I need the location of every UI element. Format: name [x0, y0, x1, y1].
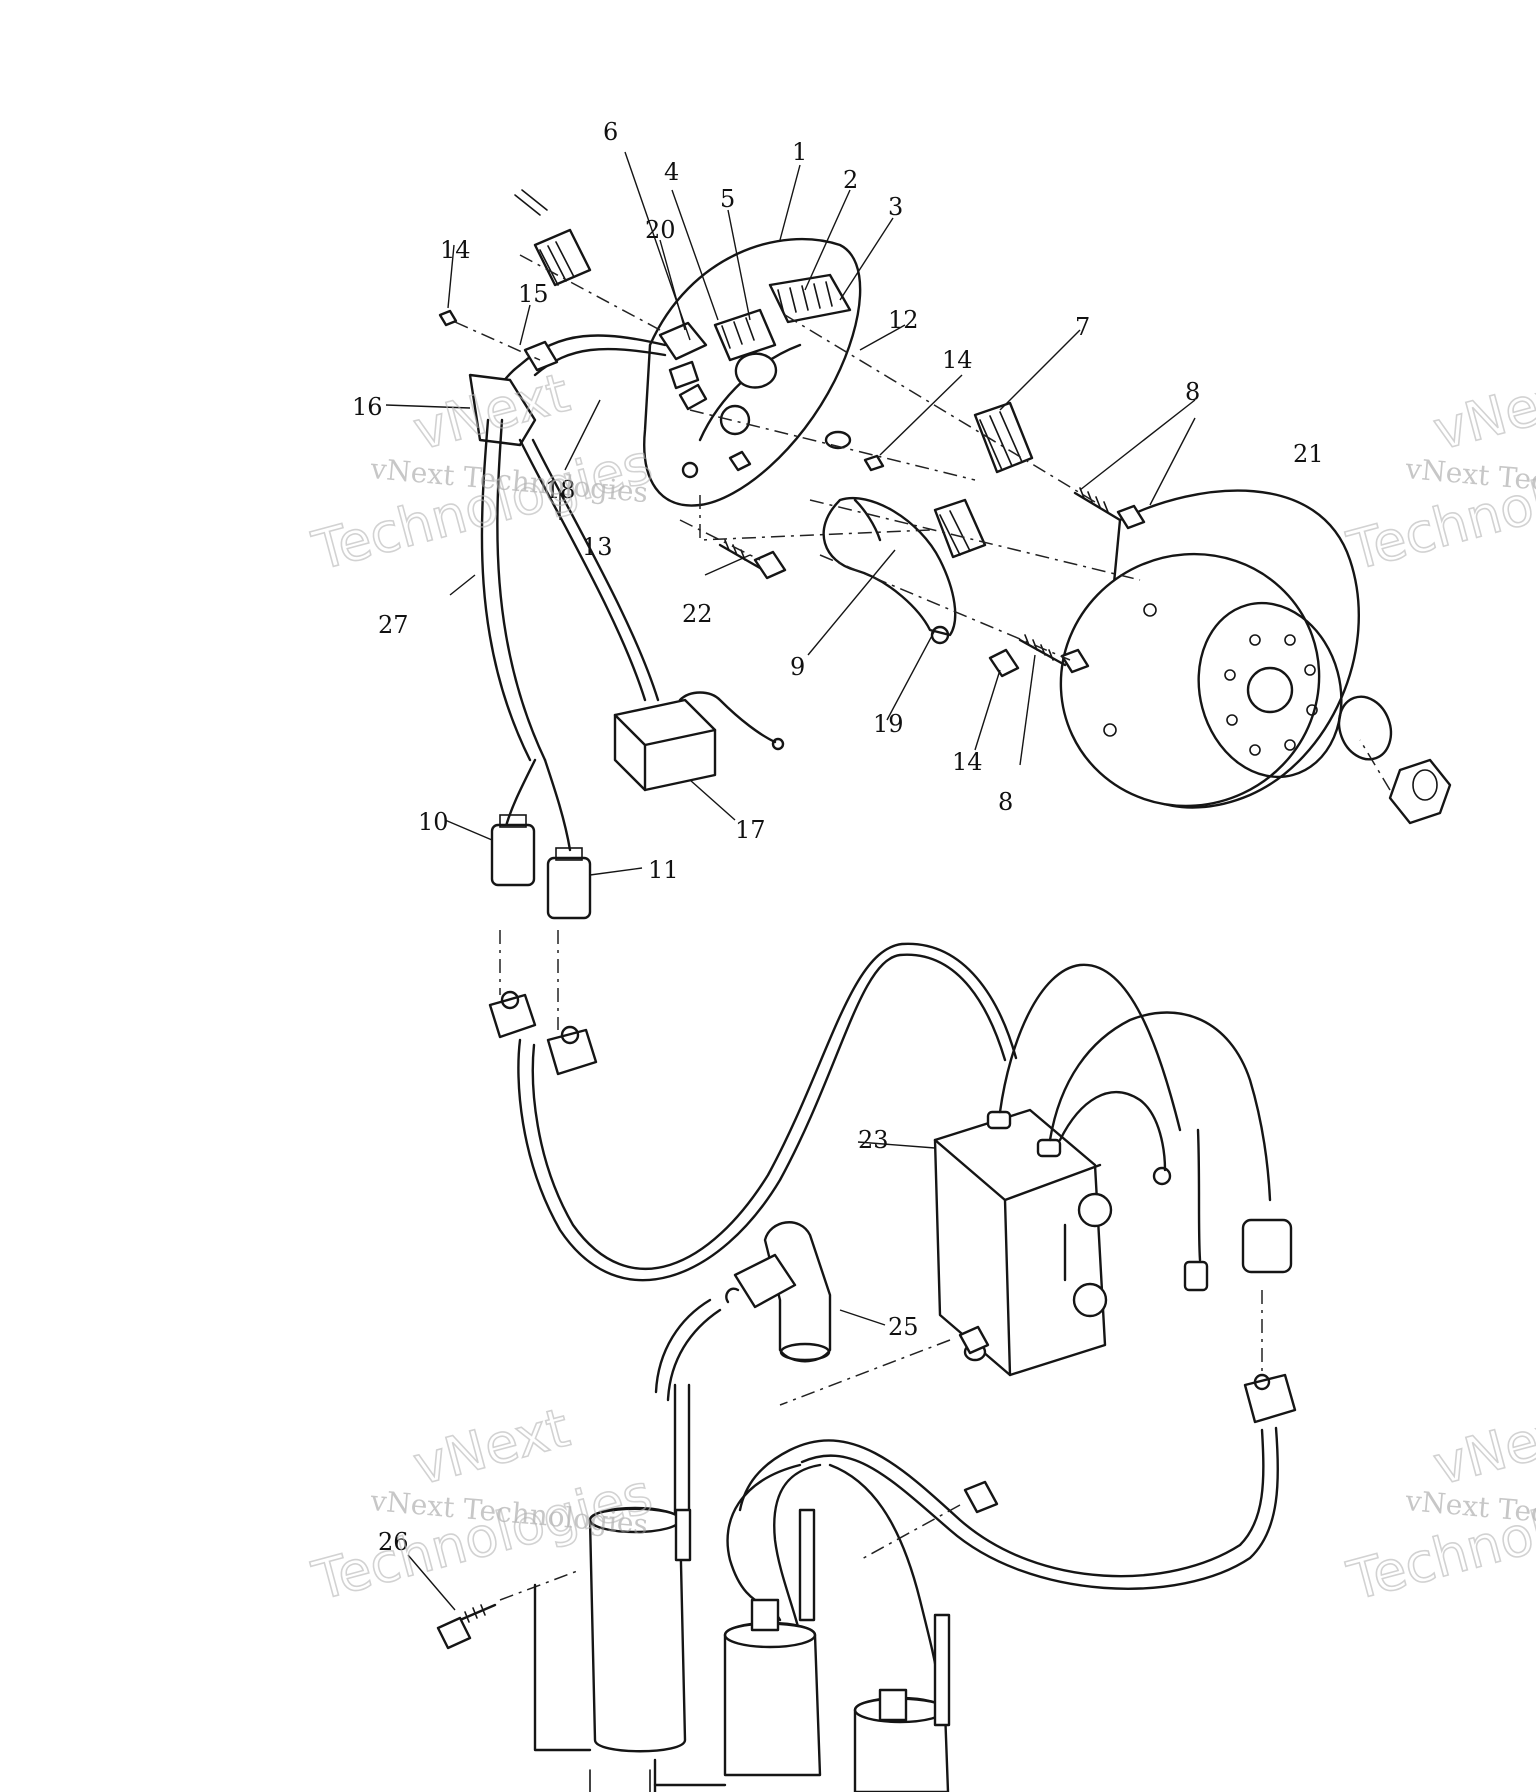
ignition-coil-2[interactable] [723, 1508, 822, 1777]
wire-bracket[interactable] [658, 321, 708, 390]
source-coil[interactable] [933, 401, 1034, 559]
regulator-rectifier[interactable] [613, 691, 785, 792]
callout-9: 9 [790, 653, 805, 681]
mounting-screw[interactable] [718, 539, 787, 580]
callout-26: 26 [378, 1528, 409, 1556]
callout-8-lower: 8 [998, 788, 1013, 816]
callout-27: 27 [378, 611, 409, 639]
callout-11: 11 [648, 856, 679, 884]
coil-bracket-frame [533, 1583, 727, 1792]
callout-23: 23 [858, 1126, 889, 1154]
coil-base-plate[interactable] [822, 496, 957, 645]
stator-bolt-upper[interactable] [1073, 487, 1146, 530]
callout-15: 15 [518, 280, 549, 308]
pulser-coil[interactable] [734, 352, 778, 389]
callout-17: 17 [735, 816, 766, 844]
callout-21: 21 [1293, 440, 1324, 468]
callout-13: 13 [582, 533, 613, 561]
callout-20: 20 [645, 216, 676, 244]
watermark-big-1a: vNext [407, 361, 576, 463]
mating-connector-pair[interactable] [488, 990, 598, 1076]
flywheel[interactable] [1019, 489, 1360, 849]
callout-6: 6 [603, 118, 618, 146]
callout-12: 12 [888, 306, 919, 334]
high-tension-lead[interactable] [654, 1298, 722, 1522]
callout-8-upper: 8 [1185, 378, 1200, 406]
callout-4: 4 [664, 158, 679, 186]
spark-plug-cap[interactable] [725, 1221, 832, 1363]
callout-14-top: 14 [440, 236, 471, 264]
callout-1: 1 [792, 138, 807, 166]
connector-10[interactable] [490, 814, 536, 887]
callout-numbers: 1 2 3 4 5 6 7 8 8 9 10 11 12 13 14 14 14… [352, 118, 1324, 1556]
screw-a[interactable] [438, 309, 458, 327]
screw-b[interactable] [863, 454, 885, 472]
ignition-coil-1[interactable] [588, 1506, 692, 1753]
stator-bolt-lower[interactable] [1018, 634, 1090, 674]
cdi-input-cable[interactable] [517, 942, 1018, 1282]
connector-11[interactable] [546, 847, 592, 920]
callout-25: 25 [888, 1313, 919, 1341]
callout-18: 18 [545, 476, 576, 504]
collar[interactable] [963, 1480, 999, 1514]
callout-7: 7 [1075, 313, 1090, 341]
cdi-mount-collar[interactable] [958, 1325, 990, 1355]
callout-5: 5 [720, 185, 735, 213]
exciter-coil[interactable] [713, 308, 777, 362]
ignition-coil-3[interactable] [853, 1613, 951, 1792]
watermark-big-4a: vNext [1427, 1396, 1536, 1498]
callout-14-low: 14 [952, 748, 983, 776]
cdi-unit[interactable] [933, 1108, 1113, 1377]
stator-wire-harness[interactable] [468, 334, 667, 852]
callout-leaders [385, 151, 1196, 1611]
watermark-big-3a: vNext [407, 1396, 576, 1498]
coil-mounting-bolt[interactable] [436, 1603, 497, 1650]
wire-clamp[interactable] [728, 450, 752, 472]
screw-c[interactable] [988, 648, 1020, 678]
callout-19: 19 [873, 710, 904, 738]
callout-2: 2 [843, 166, 858, 194]
callout-10: 10 [418, 808, 449, 836]
callout-16: 16 [352, 393, 383, 421]
rubber-cap[interactable] [514, 189, 592, 287]
flywheel-nut[interactable] [1331, 689, 1452, 825]
watermark-big-2a: vNext [1427, 361, 1536, 463]
watermark-big-4b: Technologies [1341, 1462, 1536, 1613]
cdi-output-wires[interactable] [998, 963, 1293, 1292]
callout-3: 3 [888, 193, 903, 221]
callout-22: 22 [682, 600, 713, 628]
grommet[interactable] [824, 430, 852, 450]
callout-14-mid: 14 [942, 346, 973, 374]
assembly-guide-lines [454, 254, 1391, 1601]
